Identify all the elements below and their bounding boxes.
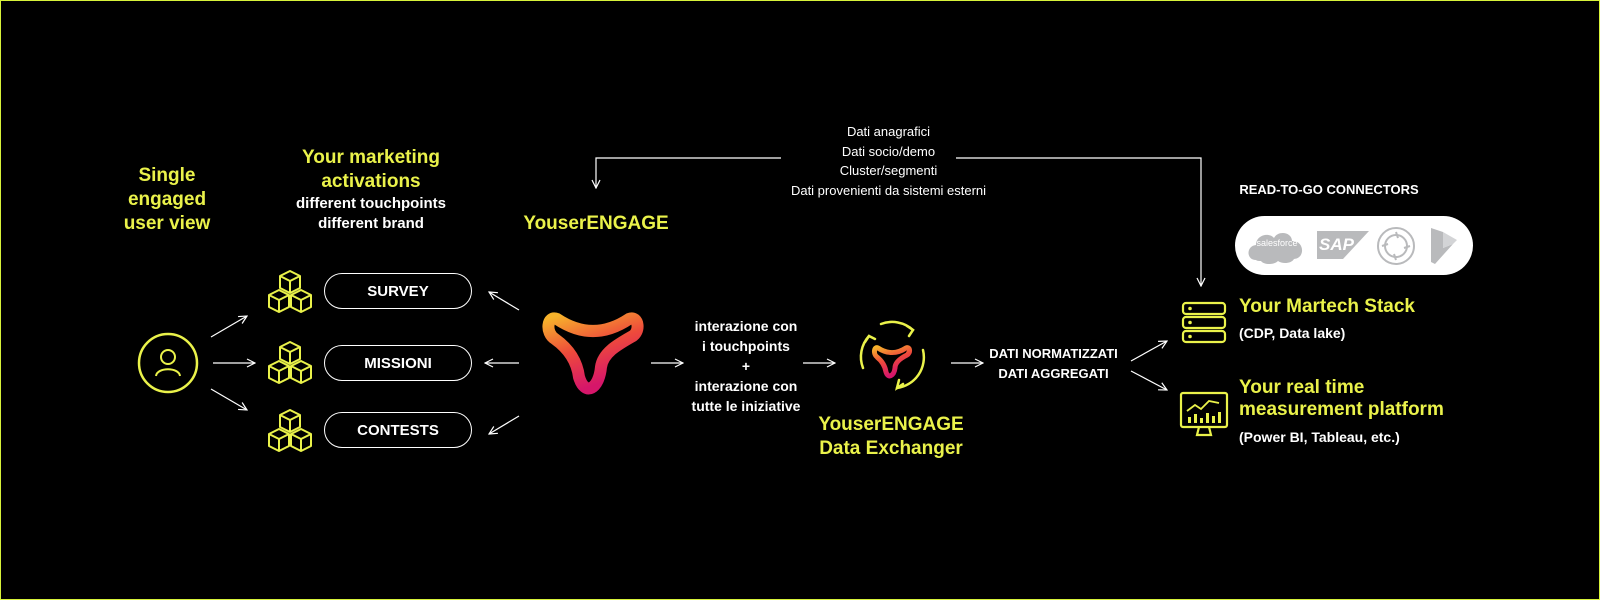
survey-pill: SURVEY <box>324 273 472 309</box>
salesforce-logo <box>1248 232 1303 264</box>
activations-subtitle: different touchpoints different brand <box>276 194 466 234</box>
feedback-line: Cluster/segmenti <box>839 163 938 178</box>
arrow-data-to-measurement <box>1130 370 1167 390</box>
circle-connector-logo <box>1377 227 1415 265</box>
activations-title-line: activations <box>321 171 421 192</box>
martech-title: Your Martech Stack <box>1239 296 1415 317</box>
interaction-label: interazione con i touchpoints + interazi… <box>671 316 821 416</box>
connectors-logo-bar: salesforce SAP <box>1235 216 1473 275</box>
data-out-label: DATI NORMATIZZATI DATI AGGREGATI <box>981 344 1126 384</box>
sap-logo <box>1317 231 1369 259</box>
activations-title: Your marketing activations <box>276 146 466 194</box>
exchanger-title: YouserENGAGE Data Exchanger <box>801 413 981 461</box>
arrow-user-to-survey <box>210 316 247 338</box>
feedback-line: Dati provenienti da sistemi esterni <box>790 182 987 198</box>
arrow-data-to-martech <box>1130 341 1167 362</box>
measurement-subtitle: (Power BI, Tableau, etc.) <box>1239 429 1400 445</box>
feedback-line: Dati socio/demo <box>841 143 936 159</box>
engage-title: YouserENGAGE <box>523 213 669 234</box>
exchanger-title-line: Data Exchanger <box>819 438 963 459</box>
salesforce-logo-text: salesforce <box>1256 238 1298 248</box>
measurement-title-line: measurement platform <box>1239 399 1444 420</box>
measurement-title: Your real time measurement platform <box>1239 377 1444 421</box>
feedback-label: Dati anagrafici Dati socio/demo Cluster/… <box>776 122 1001 200</box>
contests-pill: CONTESTS <box>324 412 472 448</box>
cubes-icon <box>268 409 312 452</box>
activations-subtitle-line: different touchpoints <box>296 195 446 212</box>
arrow-engage-to-survey <box>489 292 520 311</box>
feedback-line: Dati anagrafici <box>846 124 931 139</box>
sap-logo-text: SAP <box>1319 235 1354 254</box>
interaction-line: + <box>741 358 751 374</box>
exchanger-title-line: YouserENGAGE <box>818 414 964 435</box>
measurement-title-line: Your real time <box>1239 377 1365 398</box>
connectors-heading: READ-TO-GO CONNECTORS <box>1239 182 1419 197</box>
arrow-user-to-contests <box>210 388 247 410</box>
activations-subtitle-line: different brand <box>318 215 424 232</box>
user-circle-icon <box>137 332 199 394</box>
missioni-pill: MISSIONI <box>324 345 472 381</box>
user-view-title: Single engaged user view <box>102 164 232 236</box>
user-view-title-line: user view <box>123 213 211 234</box>
cubes-icon <box>268 270 312 313</box>
cubes-icon <box>268 341 312 384</box>
user-view-title-line: Single <box>138 165 196 186</box>
feedback-line-left <box>596 157 781 188</box>
activations-title-line: Your marketing <box>302 147 440 168</box>
martech-subtitle: (CDP, Data lake) <box>1239 325 1346 341</box>
activations-header: Your marketing activations different tou… <box>276 146 466 234</box>
arrow-engage-to-contests <box>489 415 520 434</box>
dashboard-monitor-icon <box>1179 391 1229 437</box>
exchanger-cycle-icon <box>859 320 926 391</box>
youserengage-logo <box>542 312 644 395</box>
interaction-line: i touchpoints <box>702 338 790 354</box>
dynamics-logo <box>1431 228 1457 264</box>
data-out-line: DATI NORMATIZZATI <box>989 346 1118 361</box>
user-view-title-line: engaged <box>127 189 207 210</box>
data-out-line: DATI AGGREGATI <box>998 366 1109 381</box>
interaction-line: tutte le iniziative <box>691 398 801 414</box>
interaction-line: interazione con <box>694 378 798 394</box>
interaction-line: interazione con <box>694 318 798 334</box>
feedback-line-right <box>956 157 1201 286</box>
server-stack-icon <box>1181 301 1227 344</box>
